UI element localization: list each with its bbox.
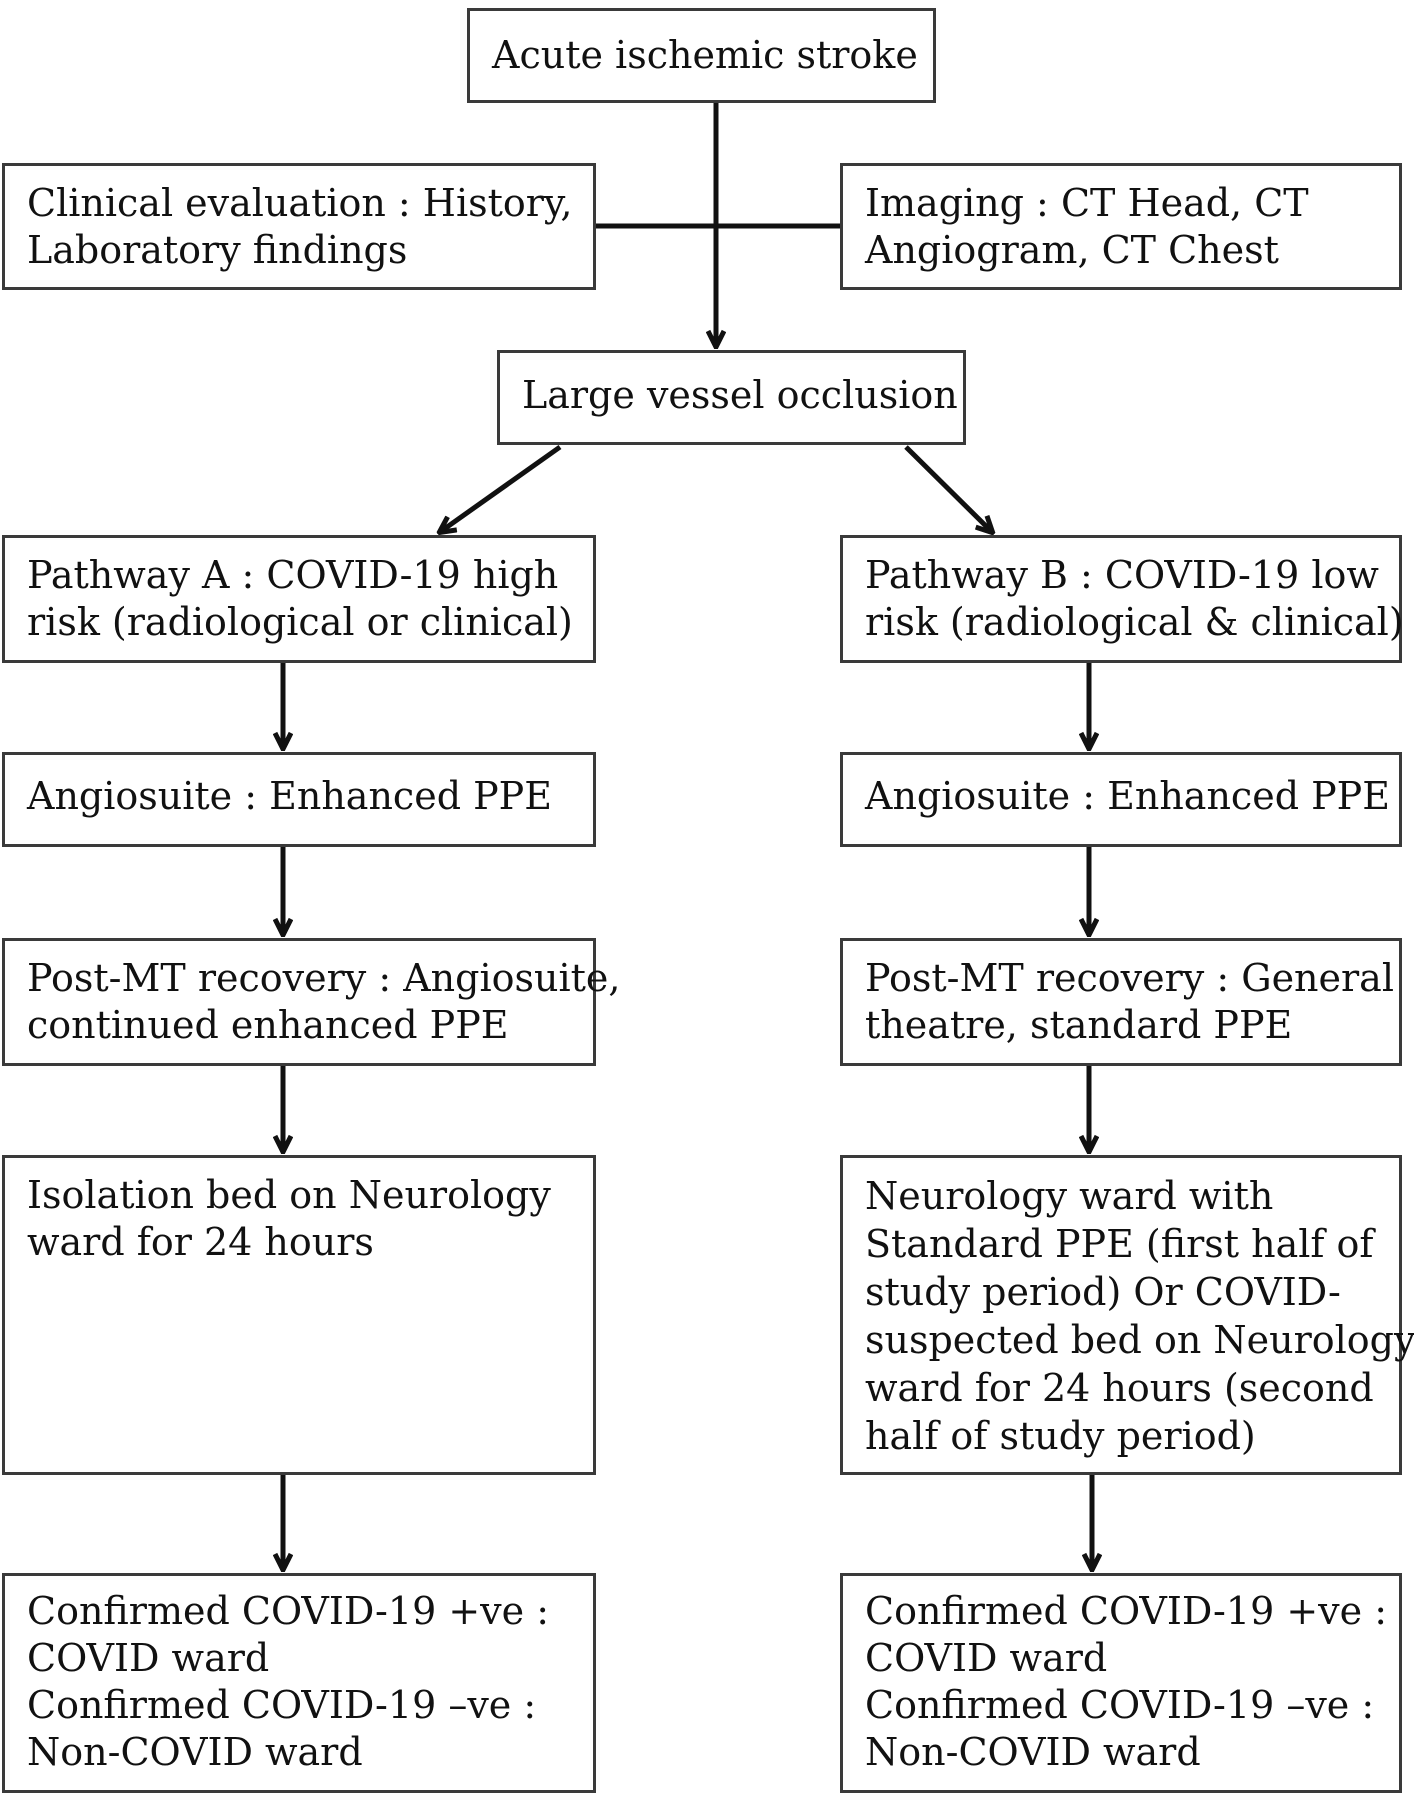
node-pathway-b-recovery: Post-MT recovery : General theatre, stan…: [840, 938, 1402, 1066]
node-text-line: Imaging : CT Head, CT: [865, 181, 1309, 225]
node-text-line: Post-MT recovery : Angiosuite,: [27, 956, 621, 1000]
node-text-line: Non-COVID ward: [865, 1730, 1201, 1774]
node-pathway-b-ward: Neurology ward with Standard PPE (first …: [840, 1155, 1414, 1475]
node-text-line: Confirmed COVID-19 –ve :: [27, 1683, 537, 1727]
node-text-line: half of study period): [865, 1414, 1256, 1458]
node-large-vessel-occlusion: Large vessel occlusion: [497, 350, 966, 445]
node-text-line: Acute ischemic stroke: [492, 33, 918, 77]
node-text-line: risk (radiological or clinical): [27, 600, 573, 644]
node-text-line: Angiosuite : Enhanced PPE: [865, 774, 1390, 818]
node-text-line: theatre, standard PPE: [865, 1003, 1293, 1047]
node-text-line: suspected bed on Neurology: [865, 1318, 1414, 1362]
node-pathway-b-header: Pathway B : COVID-19 low risk (radiologi…: [840, 535, 1404, 663]
node-text-line: Pathway A : COVID-19 high: [27, 553, 559, 597]
node-text-line: risk (radiological & clinical): [865, 600, 1404, 644]
node-text-line: Standard PPE (first half of: [865, 1222, 1374, 1266]
node-text-line: Non-COVID ward: [27, 1730, 363, 1774]
node-text-line: Confirmed COVID-19 +ve :: [865, 1589, 1387, 1633]
node-text-line: Confirmed COVID-19 +ve :: [27, 1589, 549, 1633]
node-acute-ischemic-stroke: Acute ischemic stroke: [467, 8, 936, 103]
node-pathway-b-angiosuite: Angiosuite : Enhanced PPE: [840, 752, 1402, 847]
node-pathway-a-recovery: Post-MT recovery : Angiosuite, continued…: [2, 938, 621, 1066]
node-pathway-b-outcome: Confirmed COVID-19 +ve : COVID ward Conf…: [840, 1573, 1402, 1793]
node-pathway-a-header: Pathway A : COVID-19 high risk (radiolog…: [2, 535, 596, 663]
node-pathway-a-outcome: Confirmed COVID-19 +ve : COVID ward Conf…: [2, 1573, 596, 1793]
node-text-line: study period) Or COVID-: [865, 1270, 1341, 1314]
node-pathway-a-angiosuite: Angiosuite : Enhanced PPE: [2, 752, 596, 847]
node-text-line: Pathway B : COVID-19 low: [865, 553, 1379, 597]
node-imaging: Imaging : CT Head, CT Angiogram, CT Ches…: [840, 163, 1402, 290]
node-pathway-a-ward: Isolation bed on Neurology ward for 24 h…: [2, 1155, 596, 1475]
node-text-line: Clinical evaluation : History,: [27, 181, 573, 225]
node-text-line: continued enhanced PPE: [27, 1003, 509, 1047]
node-text-line: Laboratory findings: [27, 228, 408, 272]
node-text-line: COVID ward: [27, 1636, 270, 1680]
node-text-line: Isolation bed on Neurology: [27, 1173, 551, 1217]
node-text-line: Post-MT recovery : General: [865, 956, 1394, 1000]
arrow-lvo-to-pathway-b: [904, 445, 992, 532]
node-text-line: Confirmed COVID-19 –ve :: [865, 1683, 1375, 1727]
arrow-lvo-to-pathway-a: [440, 444, 562, 532]
node-text-line: Angiosuite : Enhanced PPE: [27, 774, 552, 818]
node-text-line: Large vessel occlusion: [522, 373, 958, 417]
node-text-line: ward for 24 hours (second: [865, 1366, 1374, 1410]
node-text-line: COVID ward: [865, 1636, 1108, 1680]
node-text-line: Neurology ward with: [865, 1174, 1274, 1218]
node-clinical-evaluation: Clinical evaluation : History, Laborator…: [2, 163, 596, 290]
node-text-line: Angiogram, CT Chest: [865, 228, 1279, 272]
node-text-line: ward for 24 hours: [27, 1220, 374, 1264]
